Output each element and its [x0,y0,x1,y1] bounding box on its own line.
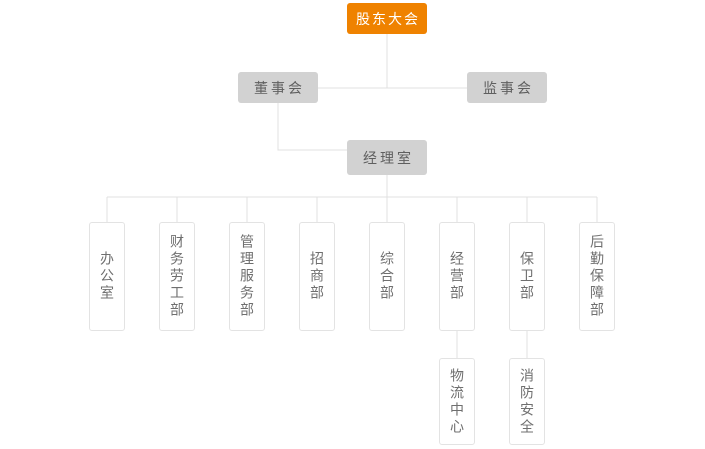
org-node-sub-fire-safety: 消防安全 [509,358,545,445]
org-node-dept-investment-promotion: 招商部 [299,222,335,331]
org-node-sub-logistics-center: 物流中心 [439,358,475,445]
org-node-shareholders-meeting: 股东大会 [347,3,427,34]
dept-label: 办公室 [99,251,115,302]
dept-label: 综合部 [379,251,395,302]
org-node-dept-logistics-support: 后勤保障部 [579,222,615,331]
sub-unit-label: 消防安全 [519,367,535,436]
connector-board-to-management [277,103,347,151]
dept-label: 后勤保障部 [589,234,605,319]
org-node-supervisory-board: 监事会 [467,72,547,103]
org-node-board-of-directors: 董事会 [238,72,318,103]
dept-label: 经营部 [449,251,465,302]
dept-label: 管理服务部 [239,234,255,319]
dept-label: 财务劳工部 [169,234,185,319]
org-node-dept-security: 保卫部 [509,222,545,331]
connector-department-drops [106,197,598,222]
org-node-dept-operations: 经营部 [439,222,475,331]
sub-unit-label: 物流中心 [449,367,465,436]
org-node-managers-office: 经理室 [347,140,427,175]
dept-label: 招商部 [309,251,325,302]
org-node-dept-general: 综合部 [369,222,405,331]
org-node-dept-finance-labor: 财务劳工部 [159,222,195,331]
org-node-dept-office: 办公室 [89,222,125,331]
dept-label: 保卫部 [519,251,535,302]
org-node-dept-management-service: 管理服务部 [229,222,265,331]
